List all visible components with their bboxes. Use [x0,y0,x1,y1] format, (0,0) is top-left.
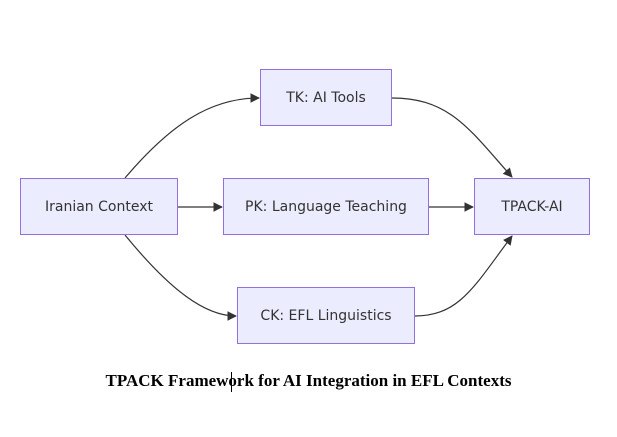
node-pk-language-teaching: PK: Language Teaching [223,178,429,235]
node-tk-ai-tools: TK: AI Tools [260,69,392,126]
figure-caption: TPACK Framework for AI Integration in EF… [105,371,512,390]
edge-ck-to-tpack [414,235,513,317]
edge-iranian-to-tk [124,93,260,179]
node-ck-efl-linguistics: CK: EFL Linguistics [237,287,415,344]
node-iranian-context-label: Iranian Context [45,198,153,215]
node-tpack-ai: TPACK-AI [474,178,590,235]
node-tk-ai-tools-label: TK: AI Tools [286,89,366,106]
node-ck-efl-linguistics-label: CK: EFL Linguistics [260,307,392,324]
node-pk-language-teaching-label: PK: Language Teaching [245,198,407,215]
edge-iranian-to-ck [124,234,237,321]
node-iranian-context: Iranian Context [20,178,178,235]
edge-tk-to-tpack [391,97,513,178]
node-tpack-ai-label: TPACK-AI [501,198,563,215]
text-cursor [231,372,232,392]
